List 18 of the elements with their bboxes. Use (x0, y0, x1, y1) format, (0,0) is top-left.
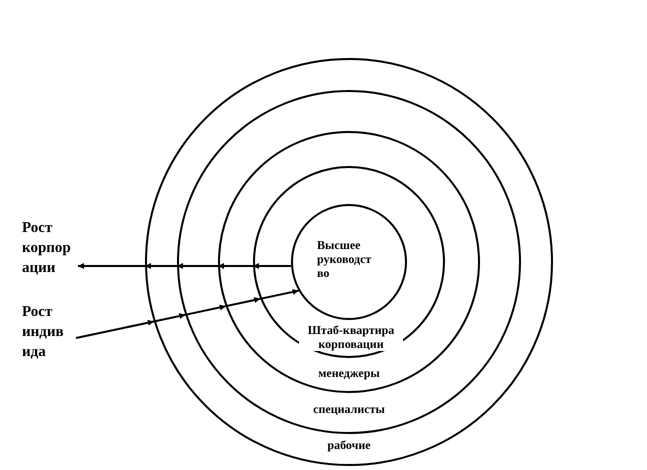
side-label: Рост индив ида (22, 302, 74, 362)
arrow (253, 263, 291, 269)
ring (145, 58, 553, 466)
arrow (145, 263, 177, 269)
arrow (218, 263, 253, 269)
side-label: Рост корпор ации (22, 218, 74, 278)
arrow (76, 320, 154, 339)
arrow (225, 297, 261, 308)
arrow (185, 304, 226, 316)
ring (177, 90, 521, 434)
ring (218, 131, 480, 393)
arrow (154, 313, 186, 322)
ring-label: Штаб-квартира корповации (299, 323, 403, 351)
ring (253, 166, 445, 358)
ring (291, 204, 407, 320)
arrow (260, 289, 299, 300)
arrow (78, 263, 145, 269)
arrow (177, 263, 218, 269)
